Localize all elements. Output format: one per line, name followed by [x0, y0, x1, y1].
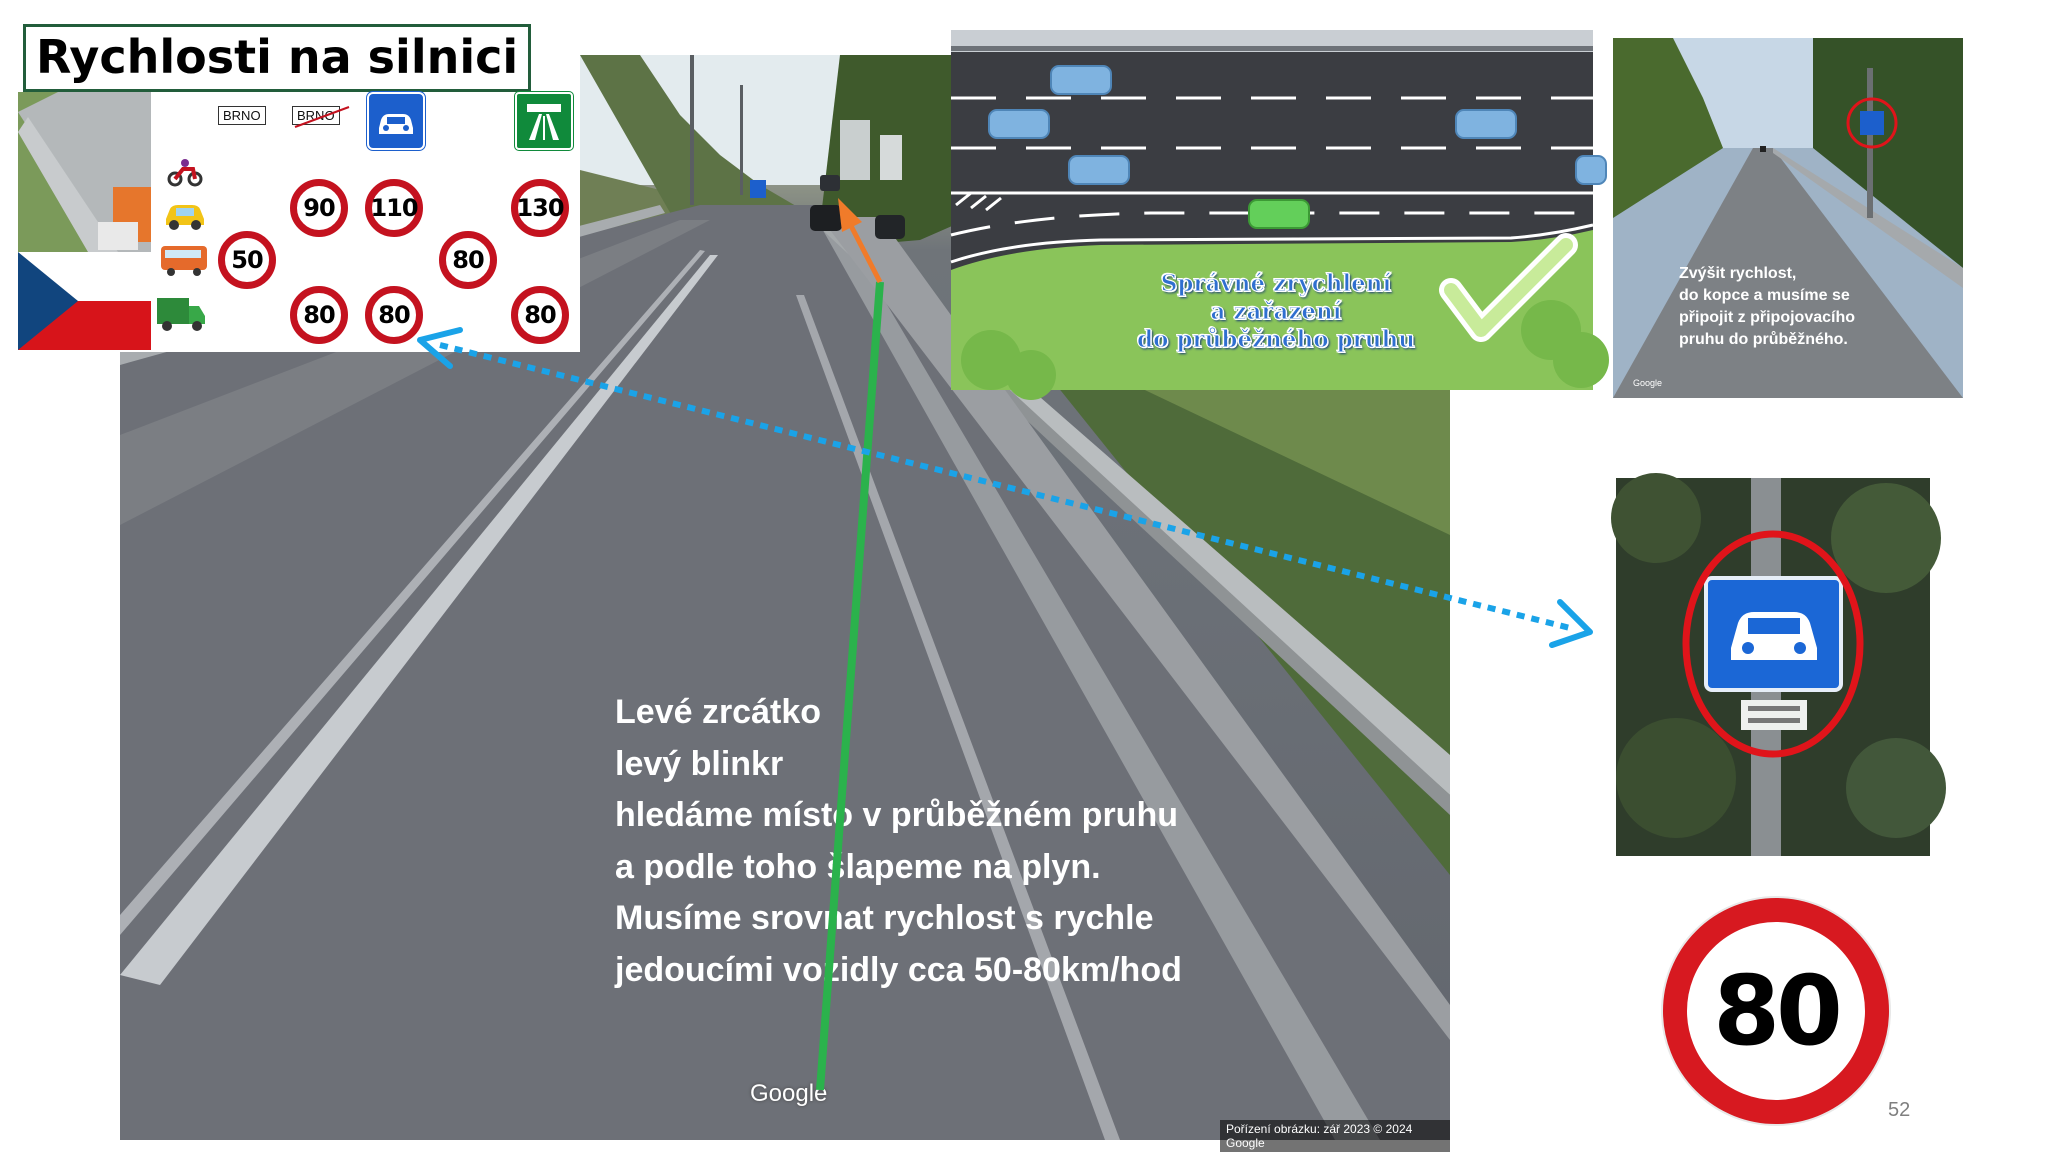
- uphill-merge-text: Zvýšit rychlost, do kopce a musíme se př…: [1679, 263, 1949, 351]
- instruction-line: levý blinkr: [615, 744, 784, 783]
- speed-limit-sign: 80: [511, 286, 569, 344]
- car-road-sign-zoom: [1611, 473, 1946, 856]
- image-capture-caption: Pořízení obrázku: zář 2023 © 2024 Google: [1220, 1120, 1450, 1152]
- town-end-sign: BRNO: [292, 106, 350, 128]
- uphill-merge-photo: Zvýšit rychlost, do kopce a musíme se př…: [1613, 38, 1963, 398]
- speed-limit-sign: 90: [290, 179, 348, 237]
- instruction-line: Levé zrcátko: [615, 693, 821, 731]
- car-road-sign-icon: [367, 92, 425, 150]
- car-icon: [162, 197, 208, 235]
- speed-limits-panel: Rychlosti na silnici BRNO BRNO 90 11: [15, 22, 580, 352]
- merge-cartoon: Správné zrychlení a zařazení do průběžné…: [950, 30, 1609, 400]
- google-watermark: Google: [750, 1080, 828, 1107]
- town-end-sign-label: BRNO: [297, 108, 335, 123]
- speed-limit-sign: 130: [511, 179, 569, 237]
- instruction-line: hledáme místo v průběžném pruhu: [615, 796, 1178, 834]
- truck-icon: [155, 292, 207, 338]
- google-watermark: Google: [1633, 378, 1663, 388]
- town-sign: BRNO: [218, 106, 266, 125]
- page-title: Rychlosti na silnici: [23, 24, 532, 92]
- speed-limit-sign: 110: [365, 179, 423, 237]
- speed-limit-80-sign: 80: [1663, 898, 1889, 1124]
- flag-photo-strip: [18, 92, 151, 350]
- motorway-sign-icon: [515, 92, 573, 150]
- instruction-line: jedoucími vozidly cca 50-80km/hod: [615, 950, 1182, 989]
- instruction-text: Levé zrcátko levý blinkr hledáme místo v…: [615, 687, 1335, 996]
- speed-limit-sign: 80: [439, 231, 497, 289]
- instruction-line: Musíme srovnat rychlost s rychle: [615, 899, 1154, 937]
- uphill-merge-text-body: Zvýšit rychlost, do kopce a musíme se př…: [1679, 265, 1855, 348]
- speed-limit-sign: 80: [365, 286, 423, 344]
- cartoon-caption-line: do průběžného pruhu: [1137, 326, 1416, 354]
- speed-limit-sign: 50: [218, 231, 276, 289]
- cartoon-caption-line: a zařazení: [1210, 298, 1342, 326]
- page-number: 52: [1888, 1099, 1911, 1121]
- speed-limit-sign: 80: [290, 286, 348, 344]
- cartoon-caption: Správné zrychlení a zařazení do průběžné…: [1111, 270, 1441, 354]
- bus-icon: [159, 240, 209, 282]
- cartoon-caption-line: Správné zrychlení: [1160, 270, 1392, 298]
- instruction-line: a podle toho šlapeme na plyn.: [615, 847, 1101, 886]
- motorcycle-icon: [167, 157, 203, 191]
